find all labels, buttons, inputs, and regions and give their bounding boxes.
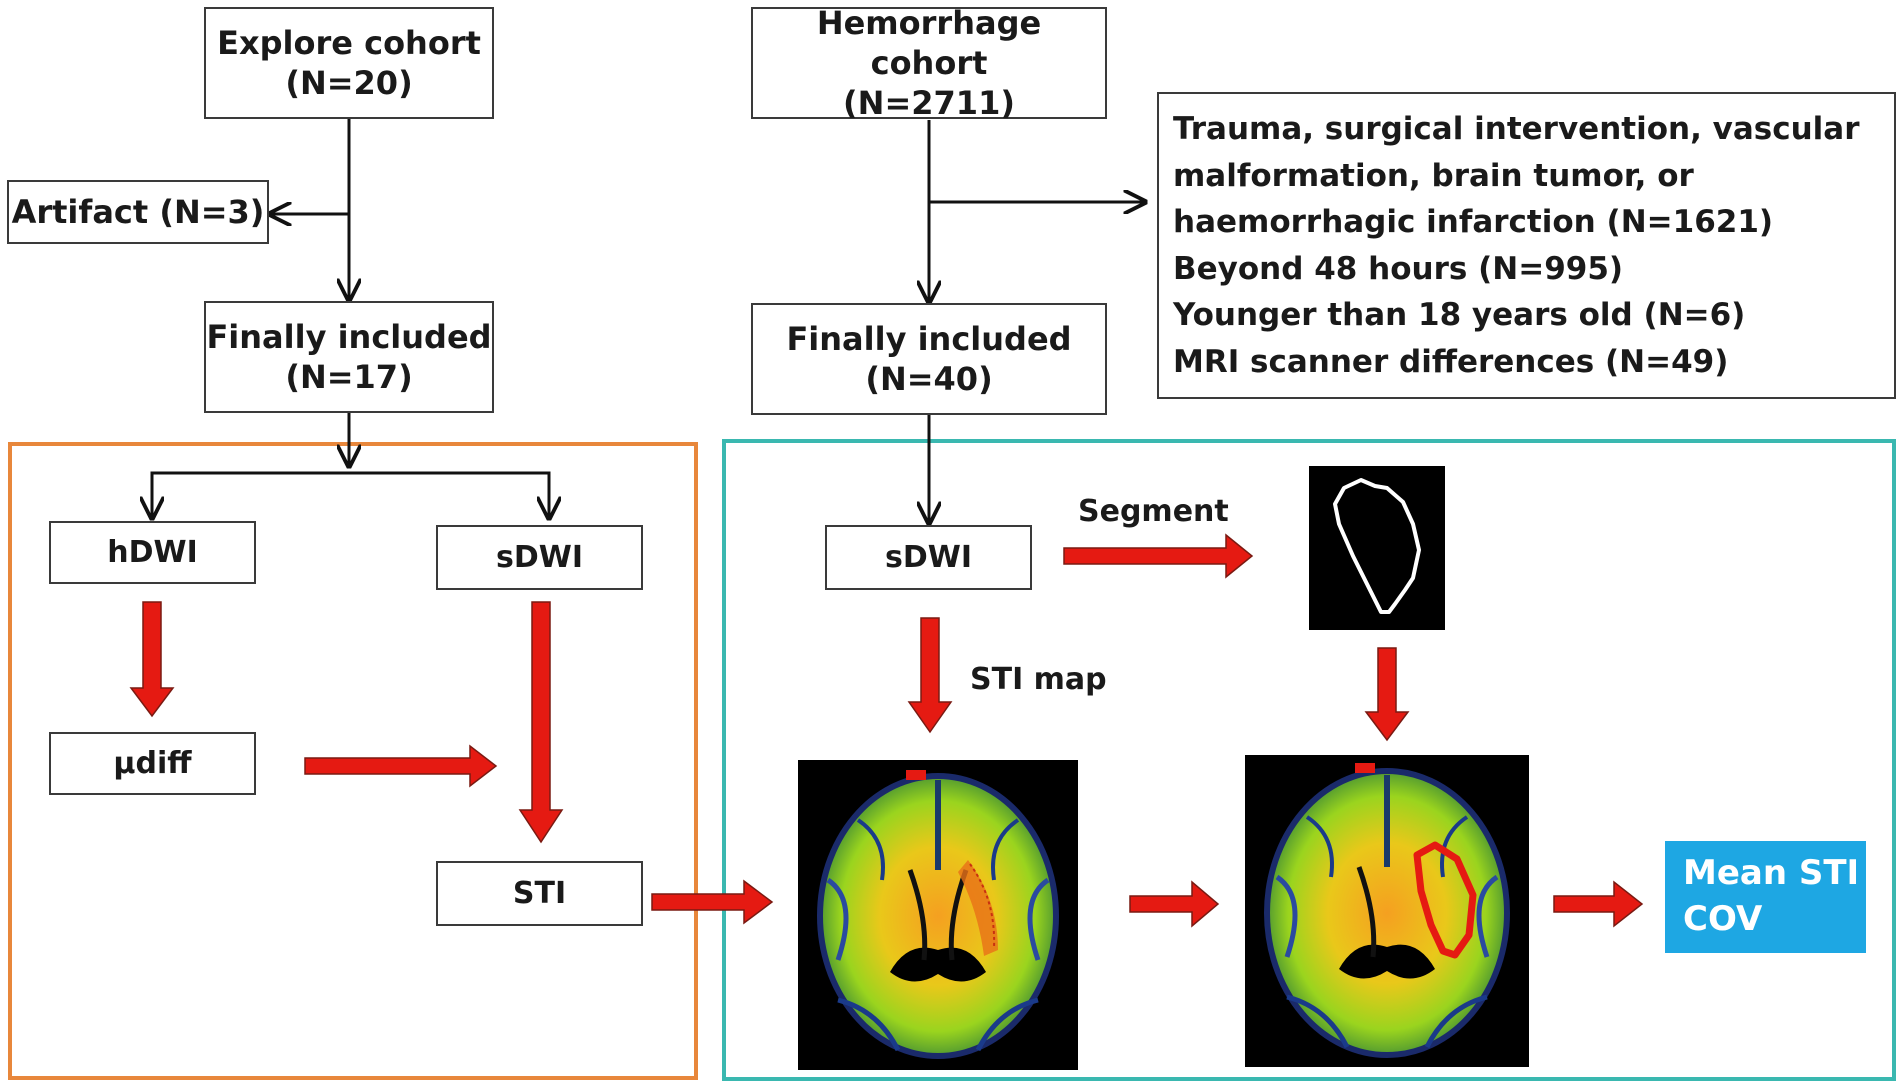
exclusions-box: Trauma, surgical intervention, vascular …: [1157, 92, 1896, 399]
exclusion-line: Younger than 18 years old (N=6): [1173, 297, 1746, 333]
exclusion-line: Beyond 48 hours (N=995): [1173, 250, 1624, 287]
exclusion-line: MRI scanner differences (N=49): [1173, 343, 1729, 380]
red-arrow-stimap-to-overlay: [1129, 880, 1220, 928]
explore-cohort-box: Explore cohort (N=20): [204, 7, 494, 119]
explore-cohort-title: Explore cohort: [217, 24, 481, 62]
red-arrow-overlay-to-mean: [1553, 880, 1644, 928]
split-connector: [150, 471, 551, 514]
udiff-box: µdiff: [49, 732, 256, 795]
final-included-right-count: (N=40): [865, 360, 993, 398]
final-included-left-title: Finally included: [206, 318, 492, 356]
sdwi-right-label: sDWI: [884, 539, 972, 575]
sdwi-left-box: sDWI: [436, 525, 643, 590]
final-included-right-title: Finally included: [786, 320, 1072, 358]
sti-map-label: STI map: [970, 662, 1107, 697]
hemorrhage-container: [722, 439, 1896, 1081]
segment-label: Segment: [1078, 494, 1229, 529]
udiff-label: µdiff: [113, 745, 192, 781]
red-arrow-sti-map: [907, 617, 953, 734]
artifact-label: Artifact (N=3): [11, 193, 265, 231]
hdwi-box: hDWI: [49, 521, 256, 584]
red-arrow-segment: [1063, 533, 1254, 579]
exclusion-line: malformation, brain tumor, or: [1173, 157, 1694, 194]
hemorrhage-cohort-box: Hemorrhage cohort (N=2711): [751, 4, 1107, 122]
sdwi-left-label: sDWI: [495, 539, 583, 575]
hemorrhage-cohort-count: (N=2711): [843, 84, 1015, 122]
artifact-box: Artifact (N=3): [7, 180, 269, 244]
red-arrow-hdwi-to-udiff: [129, 601, 175, 718]
sti-box: STI: [436, 861, 643, 926]
red-arrow-mask-to-overlay: [1364, 647, 1410, 742]
sdwi-right-box: sDWI: [825, 525, 1032, 590]
red-arrow-udiff-to-sti: [304, 744, 498, 788]
mean-sti-cov-box: Mean STI COV: [1665, 841, 1866, 953]
sti-map-brain-image: [798, 760, 1078, 1070]
hdwi-label: hDWI: [107, 534, 198, 570]
sti-overlay-brain-image: [1245, 755, 1529, 1067]
final-included-left-count: (N=17): [285, 358, 413, 396]
hemorrhage-cohort-title: Hemorrhage cohort: [816, 4, 1042, 82]
red-arrow-sti-to-stimap: [651, 879, 774, 925]
explore-container: [8, 442, 698, 1080]
cov-label: COV: [1683, 899, 1763, 939]
mean-sti-label: Mean STI: [1683, 853, 1860, 894]
exclusion-line: Trauma, surgical intervention, vascular: [1173, 111, 1860, 147]
exclusion-line: haemorrhagic infarction (N=1621): [1173, 204, 1774, 240]
explore-cohort-count: (N=20): [285, 64, 413, 102]
sti-label: STI: [512, 875, 567, 911]
final-included-left-box: Finally included (N=17): [204, 301, 494, 413]
red-arrow-sdwi-to-sti: [518, 601, 564, 844]
final-included-right-box: Finally included (N=40): [751, 303, 1107, 415]
segmentation-mask-image: [1309, 466, 1445, 630]
